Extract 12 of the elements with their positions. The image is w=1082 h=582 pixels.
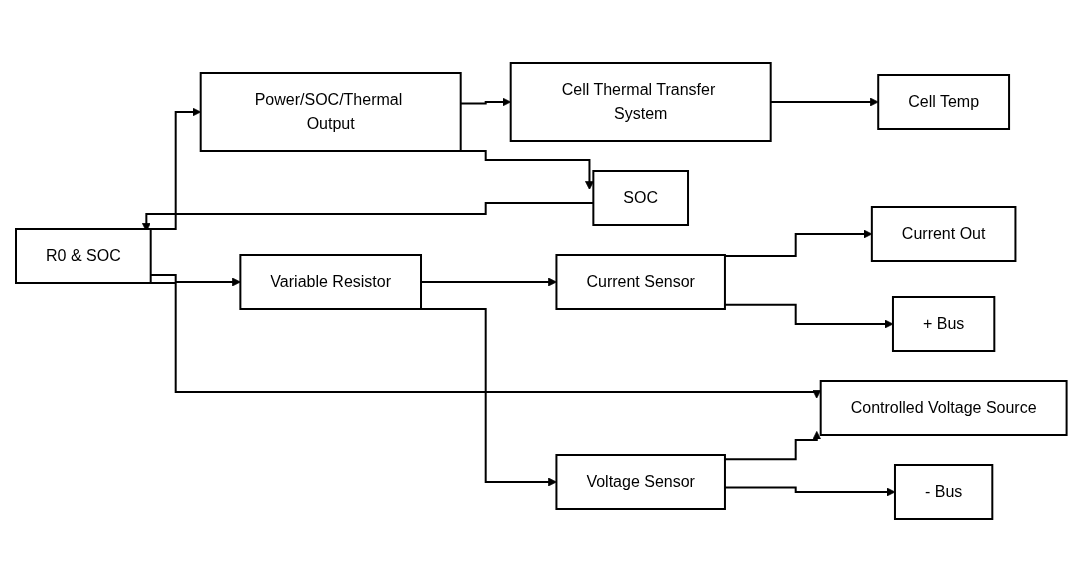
node-box: R0 & SOC xyxy=(14,228,152,284)
node-box: Current Out xyxy=(870,206,1017,262)
node-box: Voltage Sensor xyxy=(555,454,726,510)
node-box: Power/SOC/Thermal Output xyxy=(199,72,462,152)
node-box: - Bus xyxy=(893,464,993,520)
node-box: Variable Resistor xyxy=(239,254,422,310)
node-box: SOC xyxy=(592,170,689,226)
node-box: Cell Temp xyxy=(876,74,1010,130)
node-box: Controlled Voltage Source xyxy=(819,380,1068,436)
node-box: + Bus xyxy=(891,296,995,352)
node-box: Cell Thermal Transfer System xyxy=(509,62,772,142)
node-box: Current Sensor xyxy=(555,254,726,310)
